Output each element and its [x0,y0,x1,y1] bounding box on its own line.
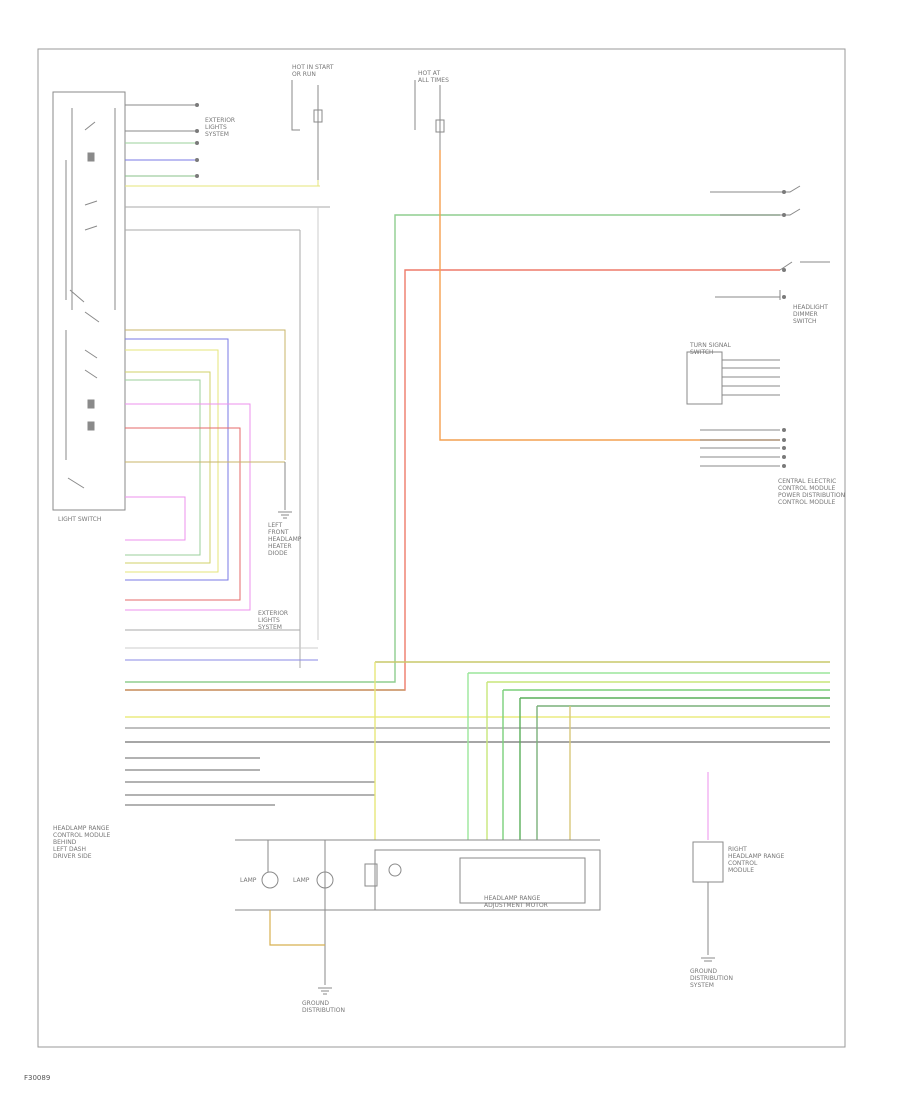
fuse-hot-at-all-times-label: HOT AT ALL TIMES [418,70,449,84]
ground-distribution-left-label: GROUND DISTRIBUTION [302,1000,345,1014]
right-headlamp-module-label: RIGHT HEADLAMP RANGE CONTROL MODULE [728,846,785,874]
headlamp-range-control-module-label: HEADLAMP RANGE CONTROL MODULE BEHIND LEF… [53,825,111,860]
right-components [686,185,830,467]
diagram-border [37,48,846,1048]
exterior-lights-top-label: EXTERIOR LIGHTS SYSTEM [205,117,236,138]
left-front-headlamp-label: LEFT FRONT HEADLAMP HEATER DIODE [268,522,302,557]
fuse-circuits [291,80,780,441]
ground-distribution-right-label: GROUND DISTRIBUTION SYSTEM [690,968,733,989]
switch-wires-mid [125,329,318,661]
switch-connectors [195,103,199,178]
turn-signal-switch-label: TURN SIGNAL SWITCH [690,342,731,356]
lamp-2-label: LAMP [293,877,310,884]
switch-wires-top [125,104,330,668]
headlamp-adjustment-motor-label: HEADLAMP RANGE ADJUSTMENT MOTOR [484,895,548,909]
light-switch-component [52,91,126,511]
right-headlamp-module [692,772,724,962]
light-switch-label: LIGHT SWITCH [58,516,102,523]
fuse-hot-in-start-label: HOT IN START OR RUN [292,64,334,78]
central-electric-module-label: CENTRAL ELECTRIC CONTROL MODULE POWER DI… [778,478,846,506]
ground-symbol-module [318,987,332,995]
headlamp-module-box [235,839,601,985]
ground-symbol-left-front [278,511,292,519]
diagram-code: F30089 [24,1074,51,1082]
right-connectors [782,190,786,468]
exterior-lights-mid-label: EXTERIOR LIGHTS SYSTEM [258,610,289,631]
lamp-1-label: LAMP [240,877,257,884]
headlight-dimmer-switch-label: HEADLIGHT DIMMER SWITCH [793,304,828,325]
harness-to-module [269,910,325,946]
harness-wires [125,214,830,840]
